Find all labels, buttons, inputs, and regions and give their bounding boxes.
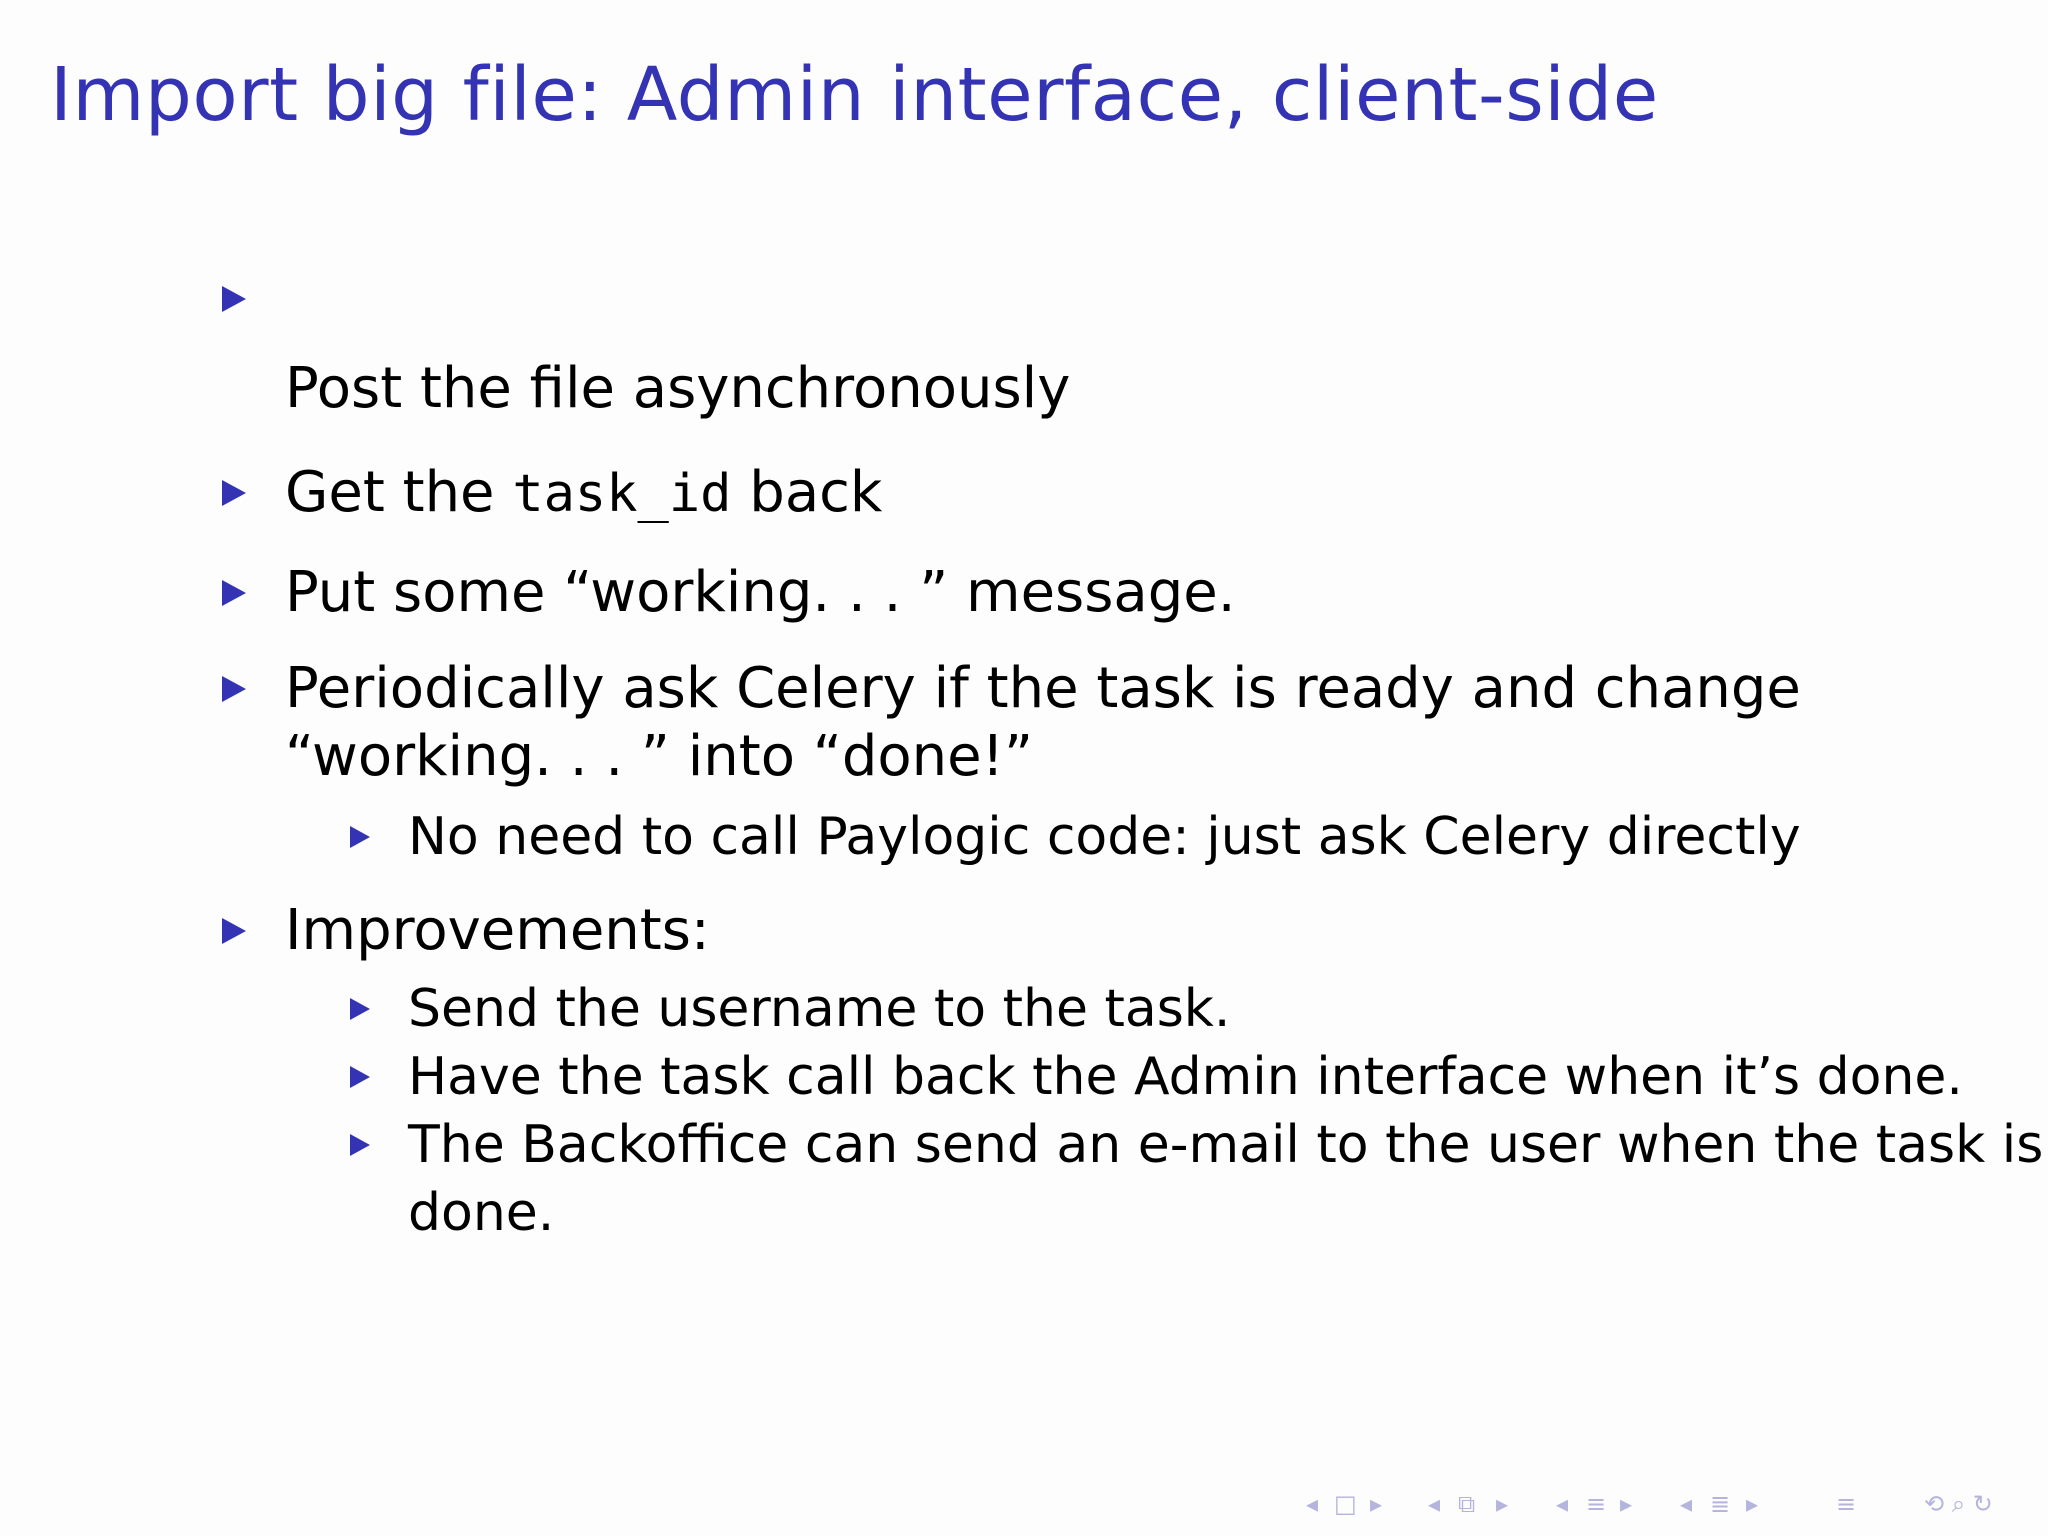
search-icon[interactable]: ⟲ ⌕ ↻ — [1924, 1490, 1993, 1518]
sub-bullet-backoffice-email-line1: The Backoffice can send an e-mail to the… — [408, 1115, 2044, 1175]
beamer-navigation-bar: ◂ □ ▸ ◂ ⧉ ▸ ◂ ≡ ▸ ◂ ≣ ▸ ≡ ⟲ ⌕ ↻ — [1300, 1490, 2040, 1520]
task-id-code: task_id — [512, 464, 732, 524]
next-frame-icon[interactable]: ▸ — [1370, 1490, 1383, 1518]
prev-section-icon[interactable]: ◂ — [1556, 1490, 1569, 1518]
bullet-marker-icon — [222, 918, 246, 944]
bullet-get-task-id: Get the task_id back — [285, 459, 882, 528]
bullet-periodically-ask-line2: “working. . . ” into “done!” — [285, 724, 1034, 789]
sub-bullet-marker-icon — [350, 1066, 370, 1088]
outline-icon[interactable]: ≡ — [1836, 1490, 1857, 1518]
bullet-marker-icon — [222, 480, 246, 506]
section-icon[interactable]: ≡ — [1586, 1490, 1607, 1518]
sub-bullet-marker-icon — [350, 826, 370, 848]
sub-bullet-no-paylogic: No need to call Paylogic code: just ask … — [408, 807, 1801, 867]
bullet-get-task-id-pre: Get the — [285, 460, 513, 525]
part-icon[interactable]: ≣ — [1710, 1490, 1731, 1518]
bullet-marker-icon — [222, 286, 246, 312]
sub-bullet-send-username: Send the username to the task. — [408, 979, 1231, 1039]
subsection-icon[interactable]: ⧉ — [1458, 1490, 1476, 1518]
next-part-icon[interactable]: ▸ — [1746, 1490, 1759, 1518]
frame-icon[interactable]: □ — [1334, 1490, 1357, 1518]
bullet-periodically-ask-line1: Periodically ask Celery if the task is r… — [285, 656, 1801, 721]
bullet-post-file: Post the file asynchronously — [285, 356, 1071, 421]
sub-bullet-marker-icon — [350, 998, 370, 1020]
prev-part-icon[interactable]: ◂ — [1680, 1490, 1693, 1518]
next-subsection-icon[interactable]: ▸ — [1496, 1490, 1509, 1518]
slide-title: Import big file: Admin interface, client… — [50, 52, 1659, 138]
prev-frame-icon[interactable]: ◂ — [1306, 1490, 1319, 1518]
sub-bullet-call-back: Have the task call back the Admin interf… — [408, 1047, 1963, 1107]
bullet-improvements: Improvements: — [285, 898, 710, 963]
bullet-get-task-id-post: back — [731, 460, 883, 525]
prev-subsection-icon[interactable]: ◂ — [1428, 1490, 1441, 1518]
bullet-marker-icon — [222, 676, 246, 702]
sub-bullet-marker-icon — [350, 1134, 370, 1156]
bullet-working-message: Put some “working. . . ” message. — [285, 560, 1236, 625]
bullet-marker-icon — [222, 580, 246, 606]
next-section-icon[interactable]: ▸ — [1620, 1490, 1633, 1518]
sub-bullet-backoffice-email-line2: done. — [408, 1183, 555, 1243]
